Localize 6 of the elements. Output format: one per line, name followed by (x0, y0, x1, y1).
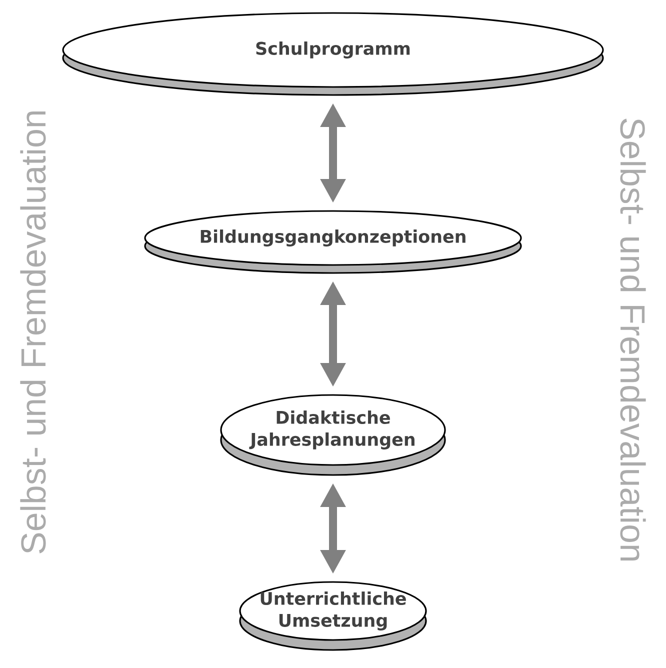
ellipse-disc: Schulprogramm (62, 12, 604, 96)
ellipse-disc: Bildungsgangkonzeptionen (144, 210, 522, 274)
ellipse-disc: Unterrichtliche Umsetzung (239, 581, 427, 651)
ellipse-disc: Didaktische Jahresplanungen (220, 394, 446, 476)
side-label: Selbst- und Fremdevaluation (20, 111, 46, 554)
side-label: Selbst- und Fremdevaluation (620, 118, 646, 561)
